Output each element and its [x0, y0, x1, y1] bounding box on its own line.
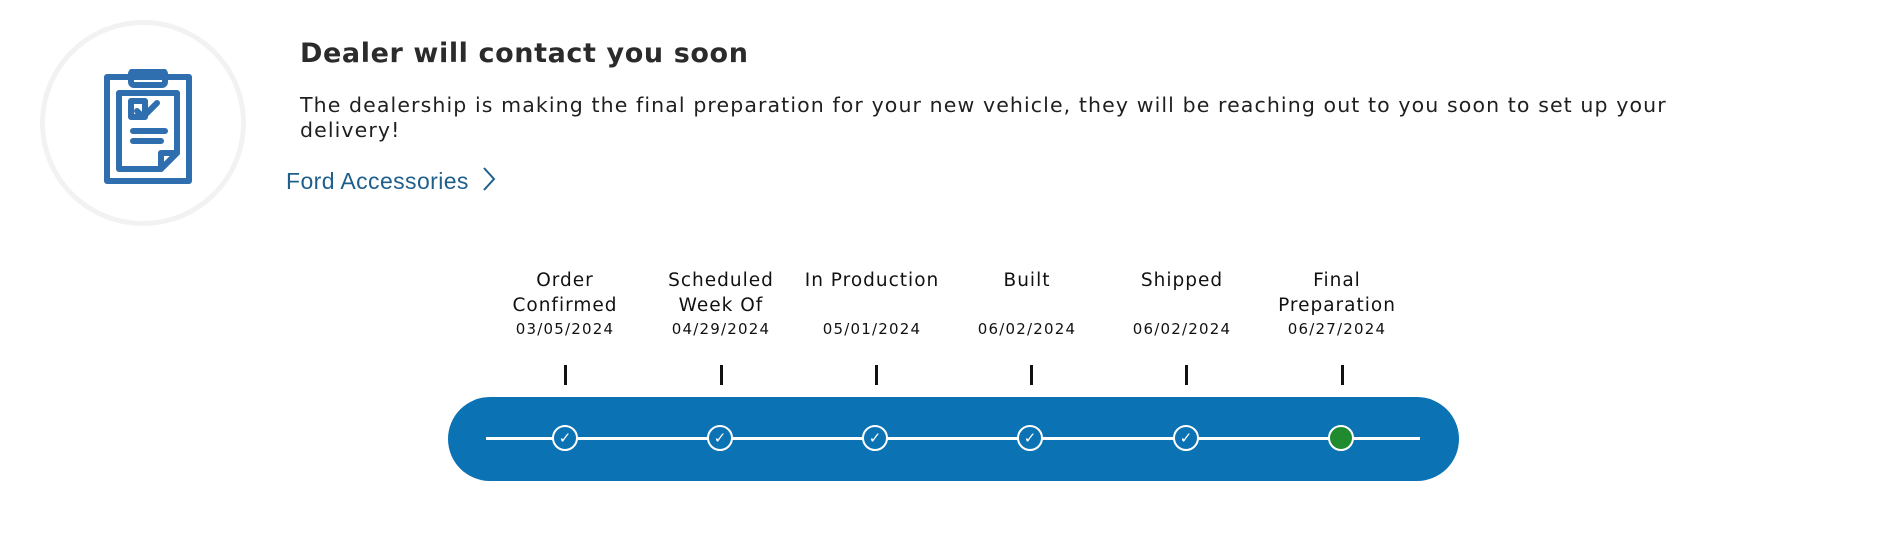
stage-label: In Production [804, 270, 940, 291]
stage-final-preparation: Final Preparation 06/27/2024 [1262, 268, 1412, 338]
check-icon: ✓ [1017, 425, 1043, 451]
stage-in-production: In Production 05/01/2024 [797, 268, 947, 338]
stage-tick [720, 365, 723, 385]
stage-date: 06/27/2024 [1287, 320, 1387, 338]
ford-accessories-label: Ford Accessories [286, 168, 469, 194]
progress-track: ✓ ✓ ✓ ✓ ✓ [448, 397, 1459, 481]
status-description: The dealership is making the final prepa… [300, 93, 1667, 142]
ford-accessories-link[interactable]: Ford Accessories [286, 166, 496, 198]
stage-tick [875, 365, 878, 385]
stage-label: Scheduled Week Of [668, 270, 774, 316]
check-icon: ✓ [707, 425, 733, 451]
stage-built: Built 06/02/2024 [952, 268, 1102, 338]
stage-tick [1030, 365, 1033, 385]
stage-tick [564, 365, 567, 385]
current-step-dot-icon [1328, 425, 1354, 451]
stage-label: Order Confirmed [512, 270, 618, 316]
chevron-right-icon [482, 166, 496, 198]
stage-shipped: Shipped 06/02/2024 [1107, 268, 1257, 338]
stage-tick [1341, 365, 1344, 385]
stage-label: Shipped [1140, 270, 1224, 291]
stage-tick [1185, 365, 1188, 385]
stage-scheduled-week-of: Scheduled Week Of 04/29/2024 [646, 268, 796, 338]
check-icon: ✓ [552, 425, 578, 451]
progress-line [486, 437, 1420, 440]
stage-label: Final Preparation [1278, 270, 1396, 316]
stage-date: 06/02/2024 [977, 320, 1077, 338]
check-icon: ✓ [862, 425, 888, 451]
status-icon-circle [40, 20, 246, 226]
stage-label: Built [1003, 270, 1051, 291]
clipboard-check-icon [104, 69, 192, 184]
stage-date: 04/29/2024 [671, 320, 771, 338]
stage-date: 03/05/2024 [515, 320, 615, 338]
check-icon: ✓ [1173, 425, 1199, 451]
page-title: Dealer will contact you soon [300, 38, 749, 69]
stage-order-confirmed: Order Confirmed 03/05/2024 [490, 268, 640, 338]
stage-date: 06/02/2024 [1132, 320, 1232, 338]
stage-date: 05/01/2024 [822, 320, 922, 338]
